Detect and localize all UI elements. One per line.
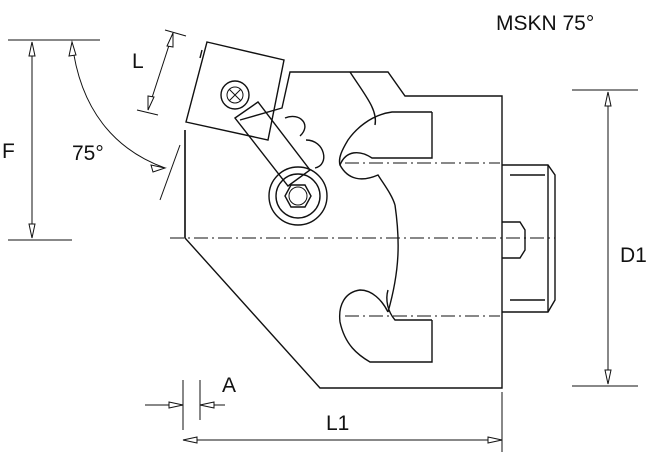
dimension-angle: 75° bbox=[68, 40, 181, 201]
clamp-lever bbox=[233, 101, 328, 226]
dimension-d1: D1 bbox=[572, 89, 647, 387]
dimension-l1-label: L1 bbox=[326, 412, 349, 435]
insert bbox=[185, 41, 285, 141]
dimension-a-label: A bbox=[222, 374, 236, 397]
dimension-d1-label: D1 bbox=[620, 244, 647, 267]
dimension-f-label: F bbox=[2, 140, 15, 163]
tool-body bbox=[184, 71, 503, 389]
lower-slot bbox=[338, 204, 433, 363]
center-lines bbox=[170, 162, 555, 317]
drawing-title: MSKN 75° bbox=[496, 12, 594, 35]
dimension-f: F bbox=[2, 39, 100, 241]
dimension-l-label: L bbox=[132, 50, 144, 73]
dimension-l: L bbox=[132, 29, 187, 116]
dimension-l1: L1 bbox=[182, 392, 503, 452]
upper-slot bbox=[338, 111, 433, 206]
dimension-a: A bbox=[145, 374, 236, 430]
angle-label: 75° bbox=[72, 142, 104, 165]
